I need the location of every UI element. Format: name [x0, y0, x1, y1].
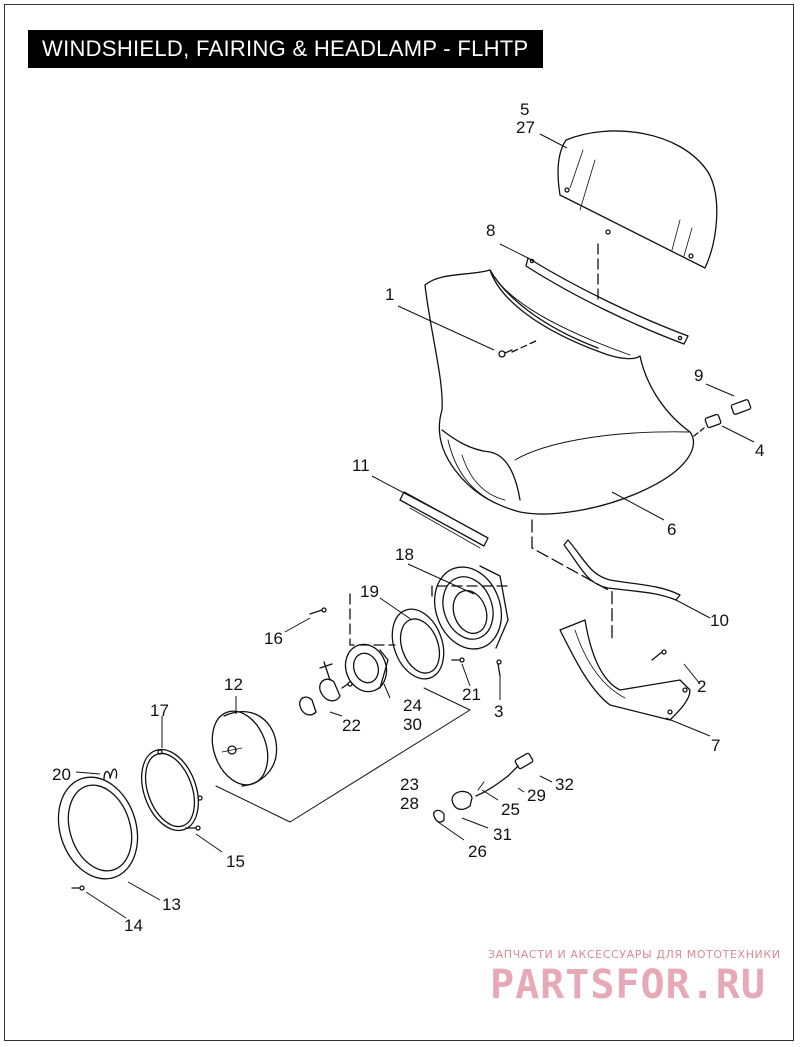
callout-26: 26 [468, 842, 487, 861]
callout-numbers: 5 27 8 1 9 4 11 6 18 19 16 10 12 21 2 17… [52, 100, 764, 935]
callout-27: 27 [516, 118, 535, 137]
callout-29: 29 [527, 786, 546, 805]
fairing [424, 269, 695, 515]
callout-15: 15 [226, 852, 245, 871]
callout-11: 11 [352, 456, 370, 475]
sealed-beam [211, 710, 278, 787]
callout-8: 8 [486, 221, 495, 240]
callout-25: 25 [501, 800, 520, 819]
clip [103, 768, 118, 781]
callout-18: 18 [395, 545, 414, 564]
callout-1: 1 [385, 285, 394, 304]
callout-28: 28 [400, 794, 419, 813]
headlamp-bulb [299, 661, 353, 716]
callout-17: 17 [150, 701, 169, 720]
callout-30: 30 [403, 715, 422, 734]
callout-3: 3 [494, 702, 503, 721]
bulb-socket [344, 643, 389, 693]
callout-16: 16 [264, 629, 283, 648]
callout-19: 19 [360, 582, 379, 601]
callout-6: 6 [667, 520, 676, 539]
diagram-title: WINDSHIELD, FAIRING & HEADLAMP - FLHTP [28, 30, 543, 68]
callout-23: 23 [400, 775, 419, 794]
callout-31: 31 [493, 825, 512, 844]
callout-24: 24 [403, 696, 422, 715]
retaining-ring [141, 748, 203, 832]
windshield-trim-strip [525, 257, 689, 345]
callout-2: 2 [697, 677, 706, 696]
stud [730, 399, 752, 415]
watermark-tagline: ЗАПЧАСТИ И АКСЕССУАРЫ ДЛЯ МОТОТЕХНИКИ [488, 948, 781, 961]
callout-4: 4 [755, 441, 764, 460]
callout-21: 21 [462, 685, 481, 704]
windshield [557, 130, 718, 269]
callout-5: 5 [520, 100, 529, 119]
callout-32: 32 [555, 775, 574, 794]
headlamp-housing [434, 565, 509, 650]
callout-13: 13 [162, 895, 181, 914]
callout-14: 14 [124, 916, 143, 935]
nut [704, 413, 722, 429]
position-lamp [433, 752, 534, 823]
lower-bracket [559, 619, 691, 721]
mounting-ring [391, 608, 445, 680]
fairing-trim [399, 491, 489, 547]
trim-ring [57, 776, 139, 880]
spring-bracket [563, 539, 681, 601]
callout-20: 20 [52, 765, 71, 784]
watermark-logo: PARTSFOR.RU [490, 962, 766, 1008]
callout-9: 9 [694, 366, 703, 385]
callout-22: 22 [342, 716, 361, 735]
callout-7: 7 [711, 736, 720, 755]
callout-10: 10 [710, 611, 729, 630]
diagram-frame [4, 4, 794, 1041]
callout-12: 12 [224, 675, 243, 694]
